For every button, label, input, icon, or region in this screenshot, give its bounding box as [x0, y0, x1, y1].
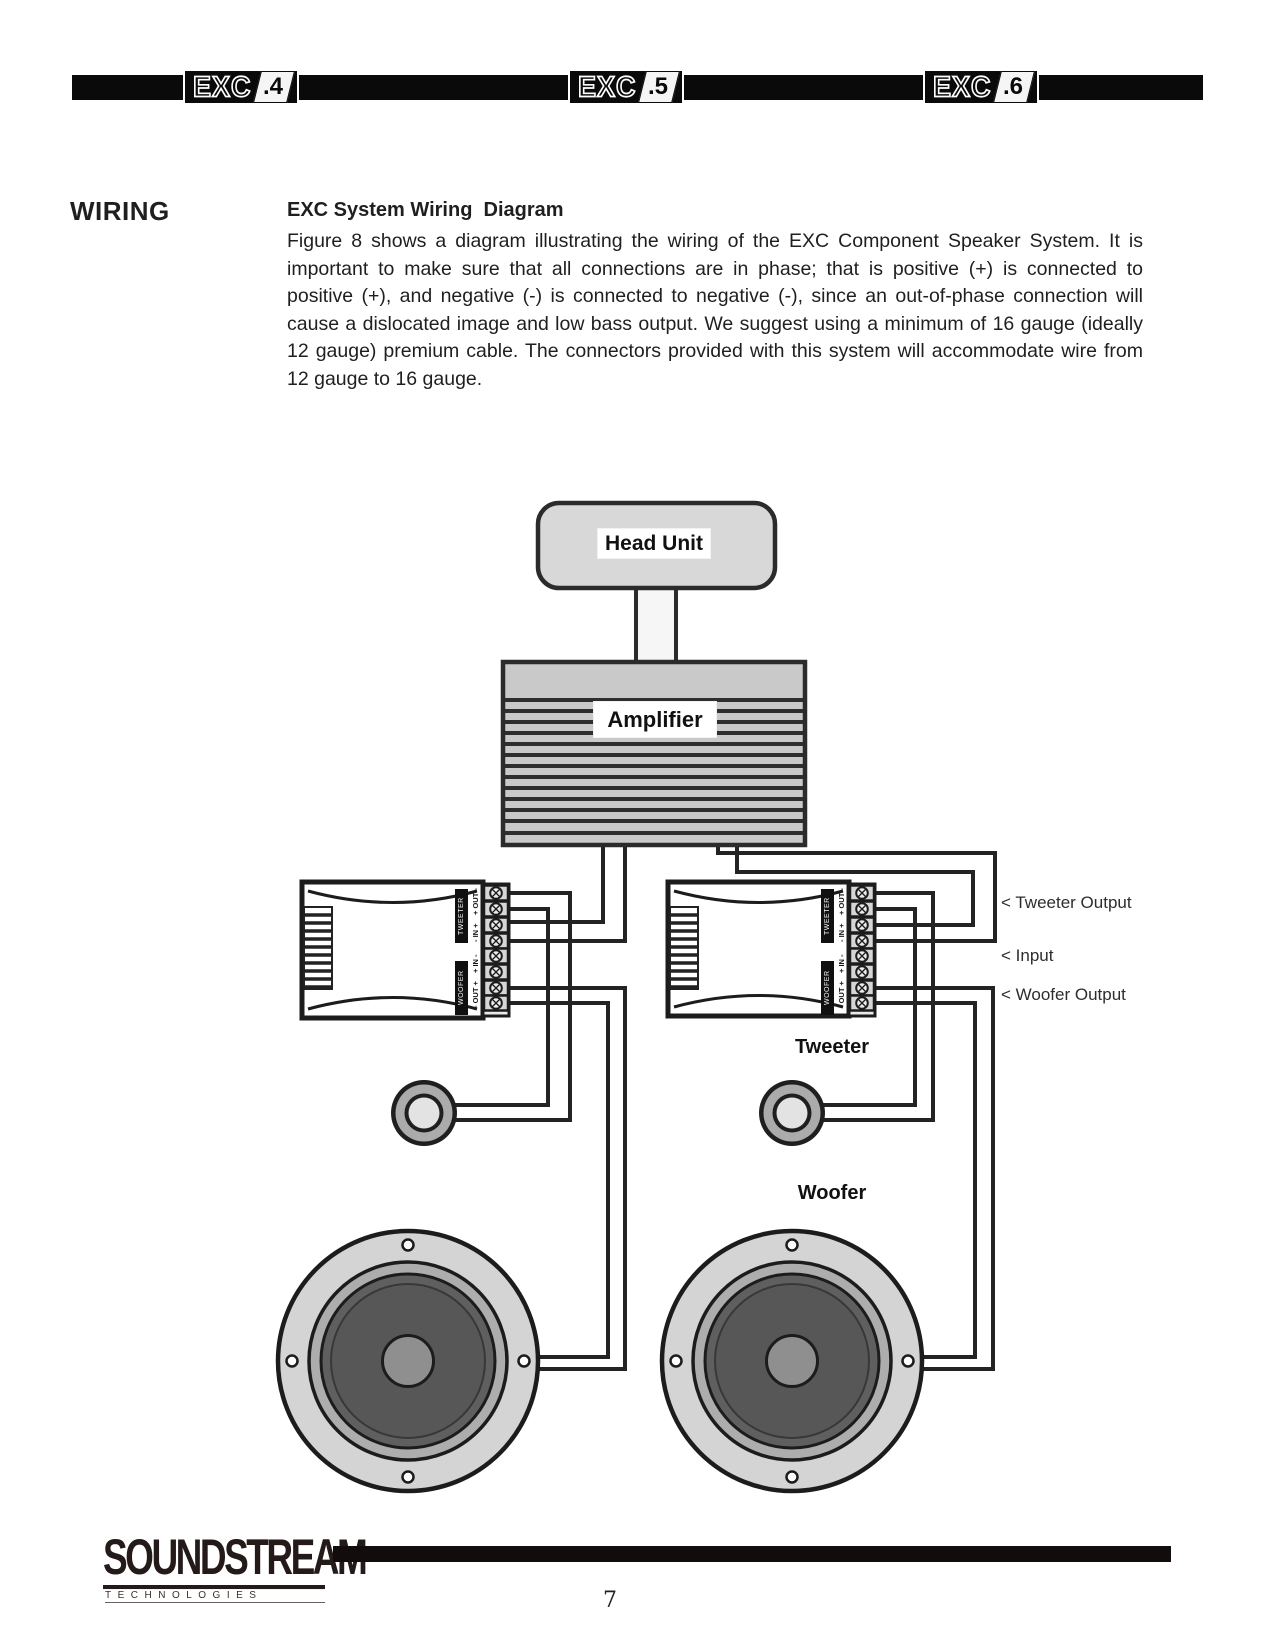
wires-left-channel	[450, 845, 627, 1371]
wire-right-woofer-a	[875, 986, 995, 1371]
wire-left-woofer-b	[509, 1001, 610, 1359]
body-paragraph: Figure 8 shows a diagram illustrating th…	[287, 230, 1143, 390]
xover-left-tweeter-bar: TWEETER	[455, 889, 468, 943]
wire-right-input-neg	[735, 845, 975, 927]
xover-left-woofer-bar: WOOFER	[455, 961, 468, 1015]
xover-right-woofer-out-label: - OUT +	[837, 981, 846, 1009]
soundstream-logo: SOUNDSTREAM	[103, 1530, 368, 1590]
section-heading: WIRING	[70, 196, 170, 226]
crossover-right	[665, 879, 877, 1019]
logo-exc-text: EXC	[577, 71, 637, 103]
logo-exc-text: EXC	[192, 71, 252, 103]
annotation-woofer-output: < Woofer Output	[1001, 985, 1126, 1004]
annotation-tweeter-output: < Tweeter Output	[1001, 893, 1132, 912]
logo-exc-text: EXC	[932, 71, 992, 103]
footer-rule-bar	[333, 1546, 1171, 1562]
woofer-left	[278, 1231, 538, 1491]
crossover-left	[299, 879, 511, 1021]
wire-left-woofer-a	[509, 986, 627, 1371]
wire-right-woofer-b	[875, 1001, 977, 1359]
wire-left-tweeter-neg	[450, 907, 550, 1107]
xover-right-tweeter-bar: TWEETER	[821, 889, 834, 943]
xover-left-woofer-out-label: - OUT +	[471, 981, 480, 1009]
wire-right-tweeter-pos	[818, 891, 935, 1122]
figure-title: EXC System Wiring Diagram	[287, 199, 564, 221]
tweeter-left	[391, 1080, 457, 1146]
woofer-right	[662, 1231, 922, 1491]
page-number: 7	[603, 1588, 617, 1613]
headunit-amp-cable	[634, 584, 678, 666]
logo-exc-4: EXC .4	[183, 69, 299, 105]
amplifier-box	[500, 659, 808, 848]
annotation-input: < Input	[1001, 946, 1054, 965]
logo-exc-5: EXC .5	[568, 69, 684, 105]
woofer-label: Woofer	[797, 1182, 867, 1204]
wire-right-input-pos	[716, 845, 997, 943]
head-unit-label: Head Unit	[598, 529, 710, 558]
wires-right-channel	[716, 845, 997, 1371]
logo-exc-6: EXC .6	[923, 69, 1039, 105]
wire-left-input-neg	[509, 845, 605, 924]
tweeter-right	[759, 1080, 825, 1146]
wire-left-tweeter-pos	[450, 891, 572, 1122]
wire-right-tweeter-neg	[818, 907, 917, 1107]
xover-right-woofer-bar: WOOFER	[821, 961, 834, 1015]
tweeter-label: Tweeter	[794, 1036, 870, 1058]
technologies-wordmark: TECHNOLOGIES	[105, 1590, 325, 1603]
amplifier-label: Amplifier	[594, 702, 716, 737]
